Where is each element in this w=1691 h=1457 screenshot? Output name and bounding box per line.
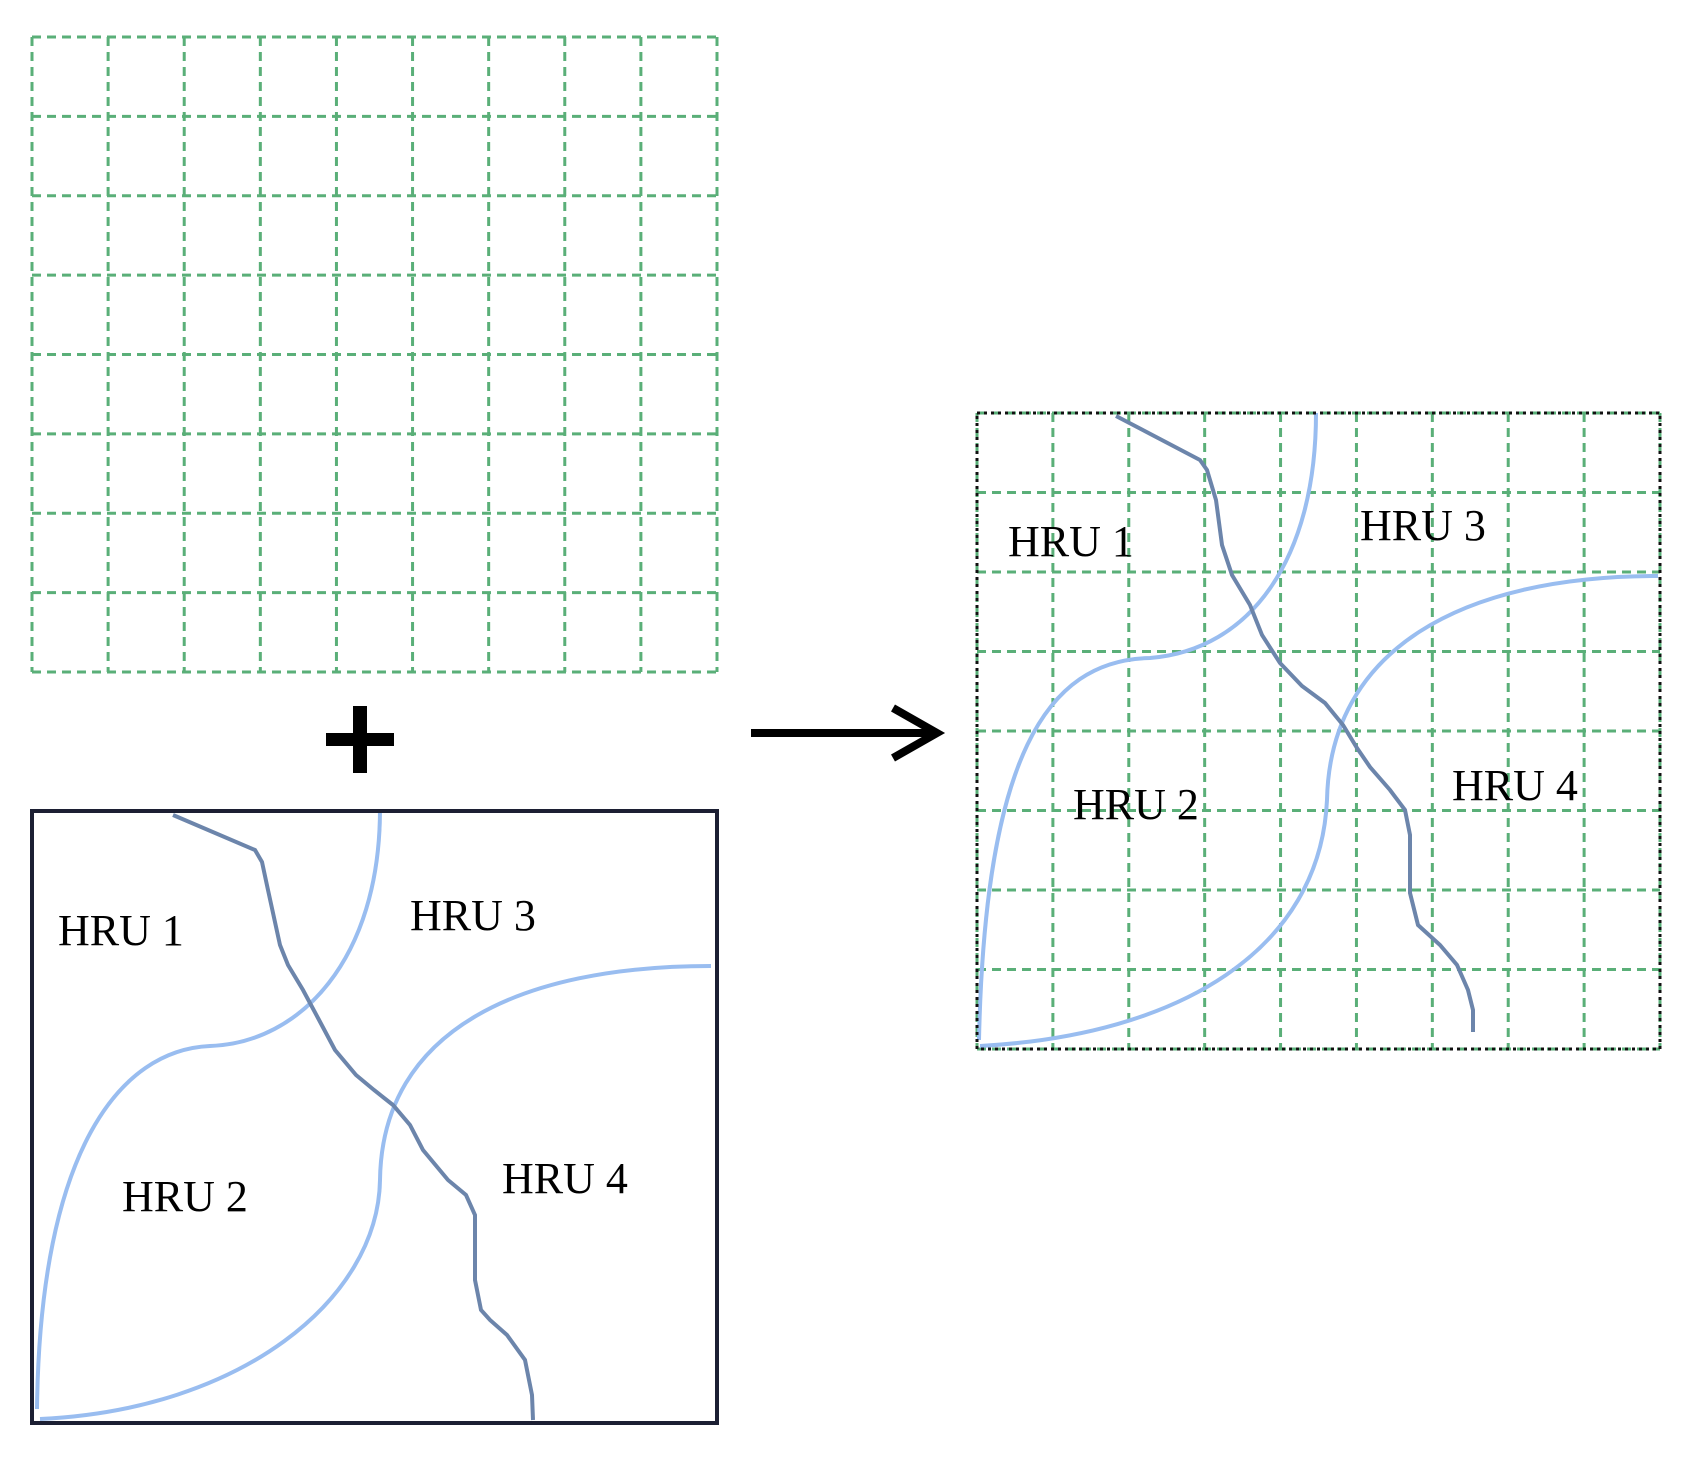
river-line: [1115, 414, 1475, 1032]
hru-map-label: HRU 3: [410, 891, 536, 940]
grid-panel: [30, 35, 719, 674]
hru-map-border: [30, 809, 719, 1425]
right-arrow-icon: [751, 704, 946, 762]
overlay-panel: HRU 1 HRU 2 HRU 3 HRU 4: [975, 411, 1662, 1051]
overlay-label: HRU 3: [1360, 501, 1486, 550]
overlay-label: HRU 1: [1008, 517, 1134, 566]
hru-map-label: HRU 1: [58, 906, 184, 955]
plus-icon: [326, 706, 394, 773]
hru-map-label: HRU 4: [502, 1154, 628, 1203]
overlay-label: HRU 4: [1452, 761, 1578, 810]
divide-lines: [977, 412, 1659, 1048]
overlay-border: [975, 411, 1662, 1051]
overlay-label: HRU 2: [1073, 780, 1199, 829]
river-line: [172, 813, 535, 1421]
hru-map-label: HRU 2: [122, 1172, 248, 1221]
hru-map-panel: HRU 1 HRU 2 HRU 3 HRU 4: [30, 808, 719, 1425]
overlay-grid: [975, 411, 1662, 1051]
divide-lines: [35, 808, 712, 1421]
